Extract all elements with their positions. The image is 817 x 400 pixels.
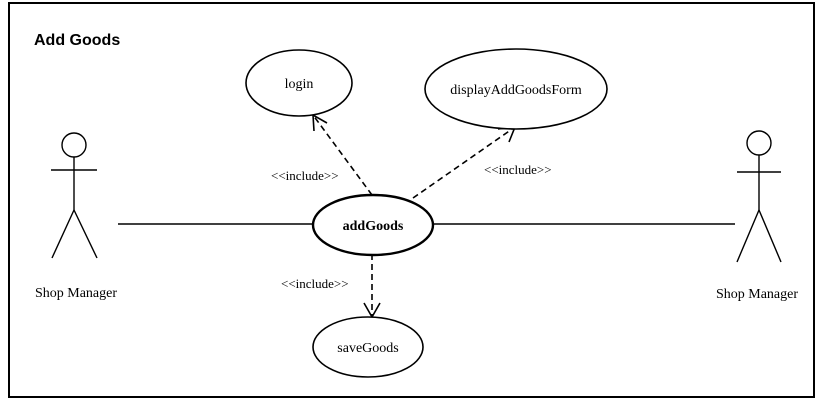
actor-left-leg [736,209,760,263]
include-label-login: <<include>> [271,168,339,183]
actor-head-icon [61,132,87,158]
include-label-save-goods: <<include>> [281,276,349,291]
diagram-title: Add Goods [34,32,120,49]
actor-shop-manager-left [51,132,98,259]
use-case-label-save-goods: saveGoods [337,341,398,356]
actor-shop-manager-right [736,130,782,263]
actor-label-left: Shop Manager [35,286,117,301]
actor-right-leg [758,209,782,263]
include-dependency-login [312,114,373,196]
use-case-add-goods [311,193,435,257]
actor-right-leg [73,209,98,259]
use-case-label-login: login [285,77,314,92]
actor-head-icon [746,130,772,156]
use-case-label-add-goods: addGoods [343,219,404,234]
use-case-display-add-goods-form [424,48,608,130]
use-case-login [245,49,353,117]
actor-left-leg [51,209,75,259]
actor-label-right: Shop Manager [716,287,798,302]
use-case-save-goods [312,316,424,378]
use-case-label-display-add-goods-form: displayAddGoodsForm [450,83,582,98]
include-label-display-form: <<include>> [484,162,552,177]
include-dependency-display-form [412,126,516,199]
